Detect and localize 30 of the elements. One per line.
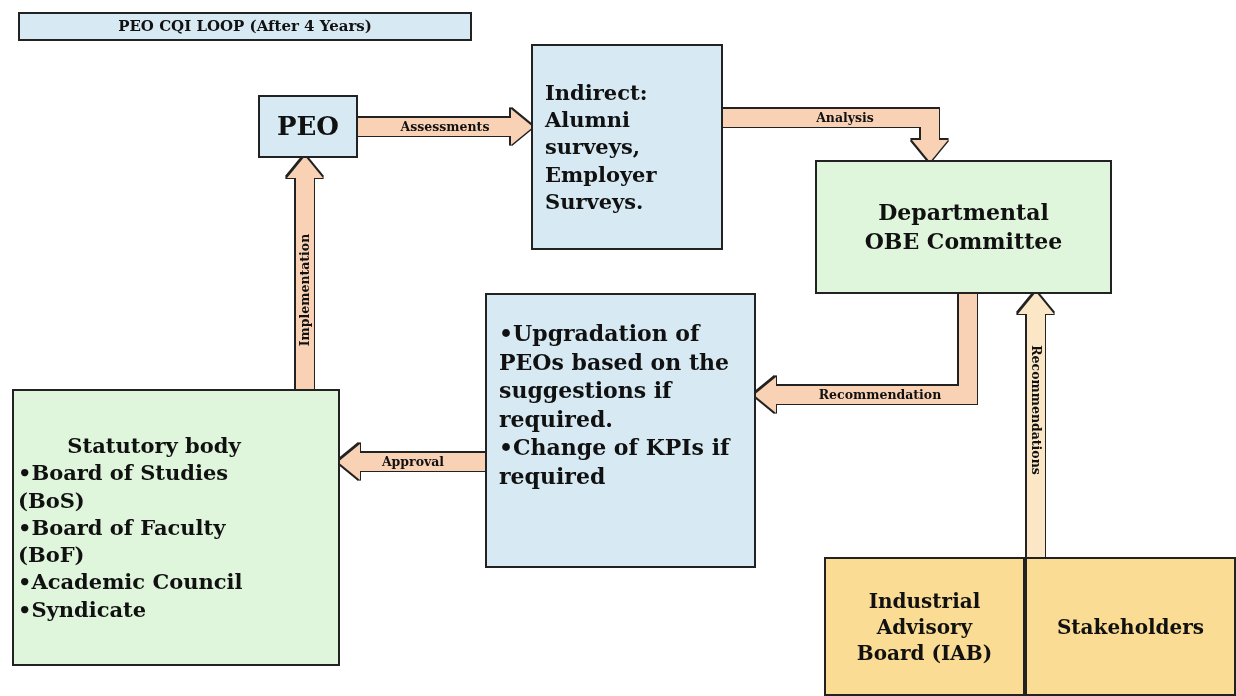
process-box	[485, 293, 756, 568]
box-text: •Board of Faculty (BoF)	[18, 513, 227, 569]
edge-label: Recommendations	[1029, 345, 1043, 475]
box-text: Departmental OBE Committee	[863, 198, 1064, 256]
box-text: •Academic Council	[18, 568, 244, 596]
block-arrow	[1018, 292, 1054, 557]
title-box: PEO CQI LOOP (After 4 Years)	[18, 12, 472, 41]
box-text: PEO	[277, 109, 339, 143]
committee-list-box	[12, 389, 340, 666]
edge-label: Assessments	[400, 120, 490, 134]
box-text: Stakeholders	[1056, 613, 1205, 640]
edge-label: Recommendation	[818, 388, 942, 402]
edge-label: Approval	[381, 455, 445, 469]
box-heading: Statutory body	[66, 431, 243, 460]
box-text: •Board of Studies (BoS)	[18, 459, 230, 514]
box-text: Industrial Advisory Board (IAB)	[855, 587, 994, 666]
block-arrow	[287, 156, 323, 389]
block-arrow	[358, 109, 533, 145]
edge-label: Analysis	[816, 111, 874, 125]
box-text: Indirect: Alumni surveys, Employer Surveys.	[545, 78, 658, 216]
process-box	[824, 557, 1025, 696]
box-text: •Upgradation of PEOs based on the suggestions if required.	[499, 319, 731, 434]
process-box	[815, 160, 1112, 294]
block-arrow	[723, 109, 948, 162]
edge-label: Implementation	[298, 233, 312, 347]
process-box	[531, 44, 723, 250]
box-text: •Change of KPIs if required	[499, 433, 732, 491]
process-box	[258, 95, 358, 158]
process-box	[1025, 557, 1236, 696]
box-text: •Syndicate	[18, 595, 148, 624]
